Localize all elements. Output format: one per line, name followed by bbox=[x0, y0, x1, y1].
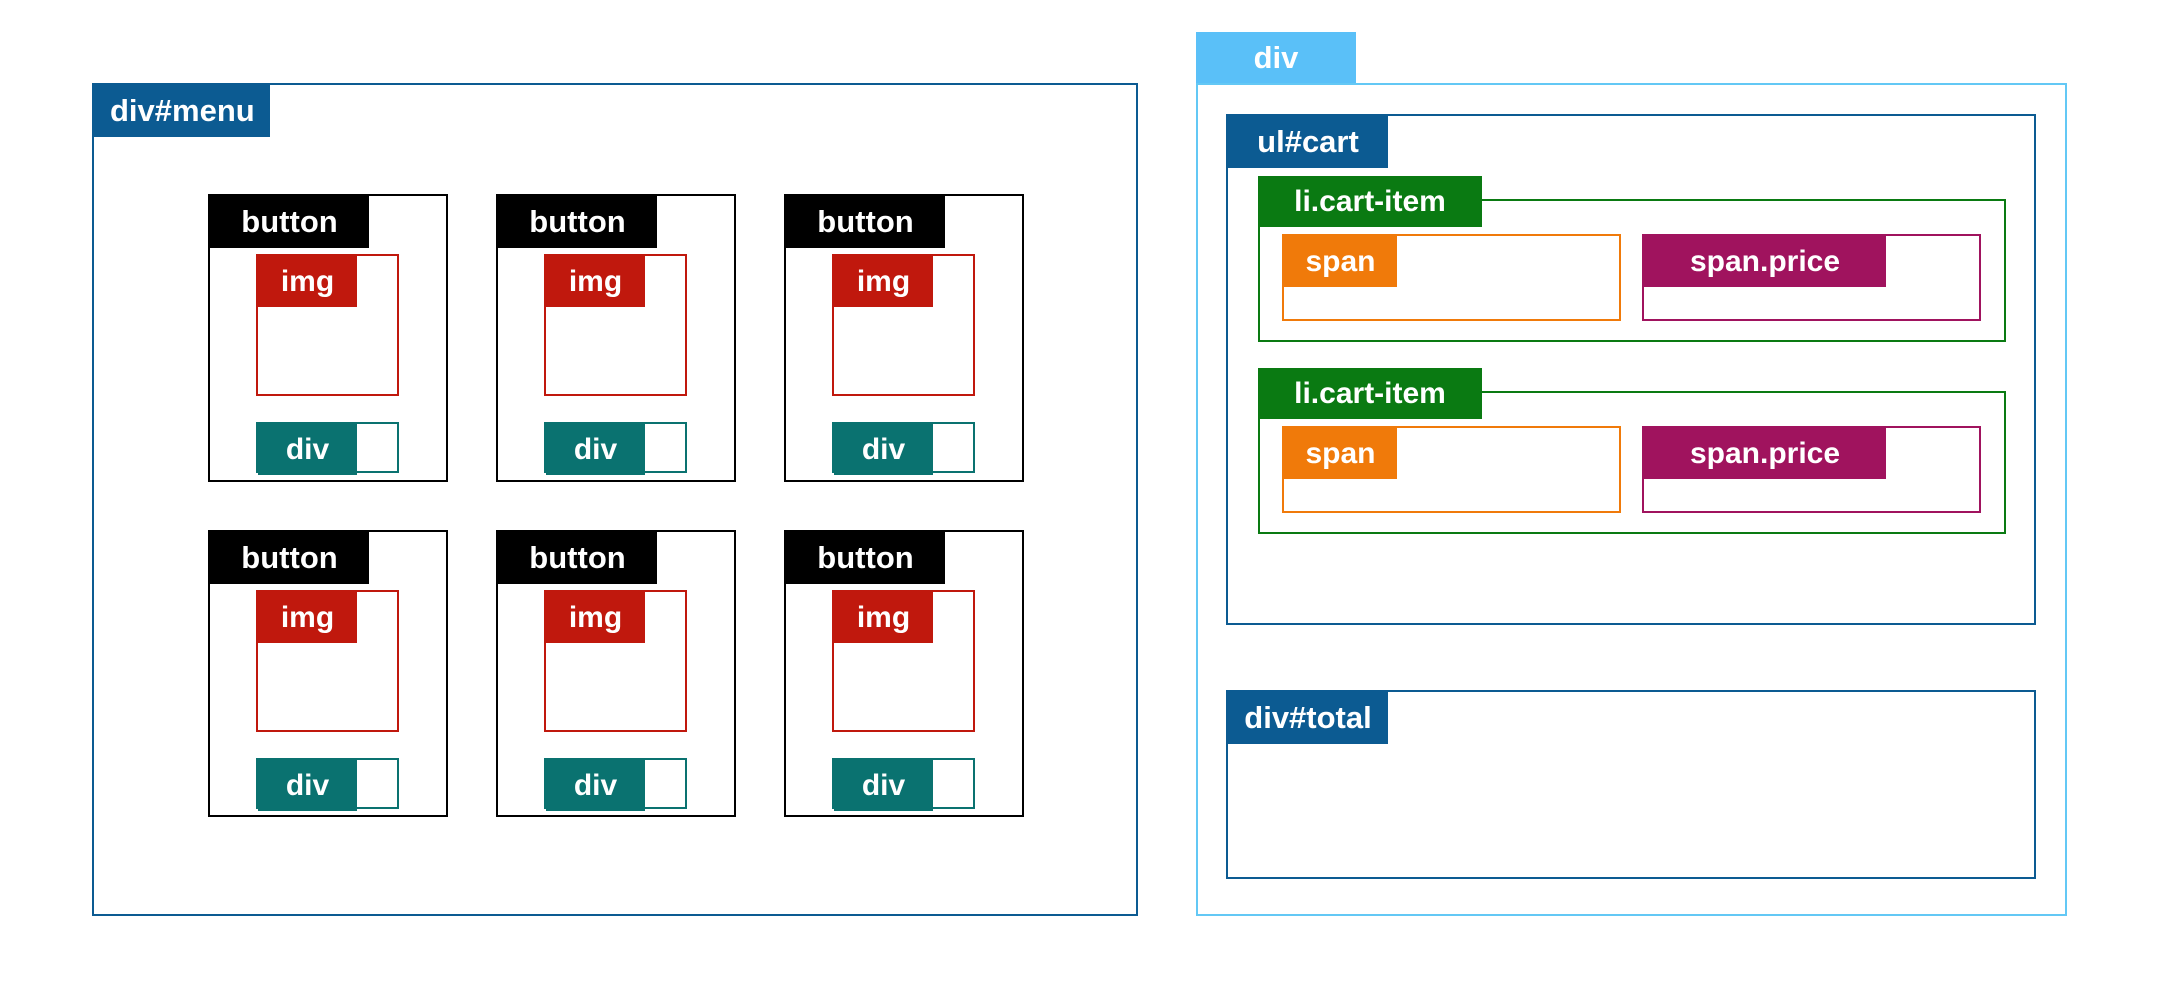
span-tag: span bbox=[1284, 428, 1397, 479]
button-div-2: div bbox=[544, 422, 687, 475]
button-img-3: img bbox=[832, 254, 975, 396]
div-tag: div bbox=[546, 424, 645, 475]
cart-box: ul#cart bbox=[1226, 114, 2036, 625]
menu-box: div#menu bbox=[92, 83, 1138, 916]
button-div-4: div bbox=[256, 758, 399, 811]
cart-item-price-1: span.price bbox=[1642, 234, 1981, 321]
div-tag: div bbox=[834, 424, 933, 475]
price-tag: span.price bbox=[1644, 428, 1886, 479]
cart-item-tag: li.cart-item bbox=[1258, 368, 1482, 419]
wrapper-box bbox=[1196, 83, 2067, 916]
button-tag: button bbox=[210, 196, 369, 248]
cart-tag: ul#cart bbox=[1228, 116, 1388, 168]
img-tag: img bbox=[834, 256, 933, 307]
menu-button-2: button bbox=[496, 194, 736, 482]
div-tag: div bbox=[258, 424, 357, 475]
button-tag: button bbox=[498, 532, 657, 584]
cart-item-tag: li.cart-item bbox=[1258, 176, 1482, 227]
button-tag: button bbox=[786, 532, 945, 584]
button-img-1: img bbox=[256, 254, 399, 396]
button-tag: button bbox=[498, 196, 657, 248]
menu-button-1: button bbox=[208, 194, 448, 482]
button-img-6: img bbox=[832, 590, 975, 732]
total-box: div#total bbox=[1226, 690, 2036, 879]
menu-tag: div#menu bbox=[94, 85, 270, 137]
img-tag: img bbox=[546, 592, 645, 643]
img-tag: img bbox=[546, 256, 645, 307]
div-tag: div bbox=[834, 760, 933, 811]
button-img-2: img bbox=[544, 254, 687, 396]
cart-item-span-1: span bbox=[1282, 234, 1621, 321]
button-tag: button bbox=[786, 196, 945, 248]
menu-button-6: button bbox=[784, 530, 1024, 817]
button-div-1: div bbox=[256, 422, 399, 475]
button-img-4: img bbox=[256, 590, 399, 732]
button-tag: button bbox=[210, 532, 369, 584]
total-tag: div#total bbox=[1228, 692, 1388, 744]
div-tag: div bbox=[258, 760, 357, 811]
menu-button-4: button bbox=[208, 530, 448, 817]
button-div-5: div bbox=[544, 758, 687, 811]
menu-button-3: button bbox=[784, 194, 1024, 482]
wrapper-tag: div bbox=[1196, 32, 1356, 83]
button-div-6: div bbox=[832, 758, 975, 811]
button-img-5: img bbox=[544, 590, 687, 732]
span-tag: span bbox=[1284, 236, 1397, 287]
img-tag: img bbox=[834, 592, 933, 643]
cart-item-price-2: span.price bbox=[1642, 426, 1981, 513]
img-tag: img bbox=[258, 592, 357, 643]
cart-item-2 bbox=[1258, 391, 2006, 534]
img-tag: img bbox=[258, 256, 357, 307]
price-tag: span.price bbox=[1644, 236, 1886, 287]
menu-button-5: button bbox=[496, 530, 736, 817]
div-tag: div bbox=[546, 760, 645, 811]
button-div-3: div bbox=[832, 422, 975, 475]
cart-item-1 bbox=[1258, 199, 2006, 342]
cart-item-span-2: span bbox=[1282, 426, 1621, 513]
